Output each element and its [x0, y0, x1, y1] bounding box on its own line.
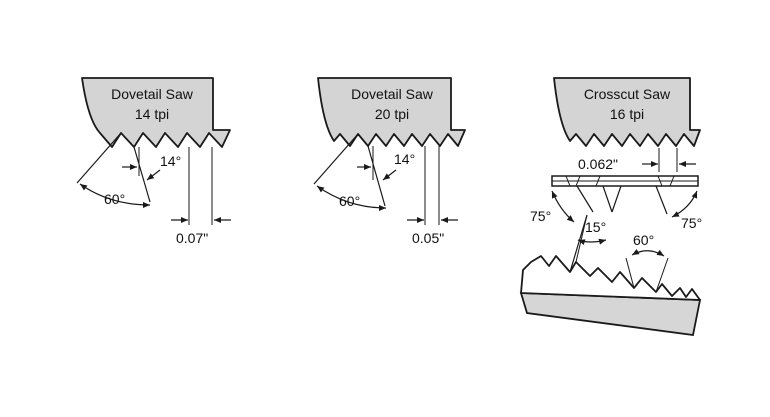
tooth-back-line	[76, 132, 122, 184]
tooth-face-line	[133, 146, 151, 203]
saw-title-line2: 16 tpi	[610, 106, 644, 122]
angle-arc-60	[316, 185, 387, 211]
bevel-left-label: 75°	[530, 208, 551, 224]
gullet-line-right	[655, 257, 669, 293]
rake-vertical-reference	[575, 214, 588, 263]
rake-angle-label: 14°	[394, 151, 415, 167]
saw-title-line1: Dovetail Saw	[111, 86, 194, 102]
tooth-face-line	[367, 145, 386, 207]
tooth-bevel-right-b	[669, 175, 675, 187]
tooth-bevel-mid	[595, 175, 601, 187]
bevel-arc-right	[671, 190, 698, 218]
pitch-label: 0.05"	[412, 230, 444, 246]
tooth-bevel-left-b	[575, 175, 581, 187]
included-angle-label: 60°	[339, 193, 360, 209]
saw-blade	[317, 77, 466, 147]
rake-arrow-right	[146, 169, 161, 181]
rake-arrow-right	[382, 169, 397, 181]
tooth-bevel-guide-left	[602, 185, 613, 213]
saw-title-line1: Dovetail Saw	[351, 86, 434, 102]
bevel-arc-left	[551, 190, 575, 223]
saw-title-line2: 14 tpi	[135, 106, 169, 122]
saw-blade	[81, 77, 231, 148]
tooth-bevel-left-a	[565, 175, 571, 187]
pitch-label: 0.062"	[578, 156, 618, 172]
tooth-bevel-guide-outer	[576, 185, 594, 213]
tooth-bevel-guide-outer-right	[655, 185, 668, 215]
tooth-back-line	[313, 133, 359, 185]
bevel-right-label: 75°	[681, 215, 702, 231]
saw-title-line1: Crosscut Saw	[584, 86, 671, 102]
included-angle-arc	[631, 248, 665, 257]
rake-arc	[577, 238, 607, 246]
angle-arc-60	[79, 183, 151, 208]
rake-angle-label: 15°	[585, 219, 606, 235]
included-angle-label: 60°	[633, 232, 654, 248]
rake-angle-label: 14°	[160, 153, 181, 169]
tooth-bevel-guide-right	[611, 185, 622, 213]
gullet-line-left	[625, 257, 635, 289]
panel-dovetail-14tpi: Dovetail Saw 14 tpi 60° 14° 0.07"	[76, 77, 231, 246]
saw-title-line2: 20 tpi	[375, 106, 409, 122]
saw-blade	[553, 77, 701, 147]
pitch-label: 0.07"	[176, 230, 208, 246]
panel-dovetail-20tpi: Dovetail Saw 20 tpi 60° 14° 0.05"	[313, 77, 466, 246]
tooth-profile	[520, 255, 701, 301]
panel-crosscut-16tpi: Crosscut Saw 16 tpi 0.062" 75° 75°	[519, 77, 702, 337]
included-angle-label: 60°	[104, 191, 125, 207]
tooth-bevel-right-a	[657, 175, 663, 187]
